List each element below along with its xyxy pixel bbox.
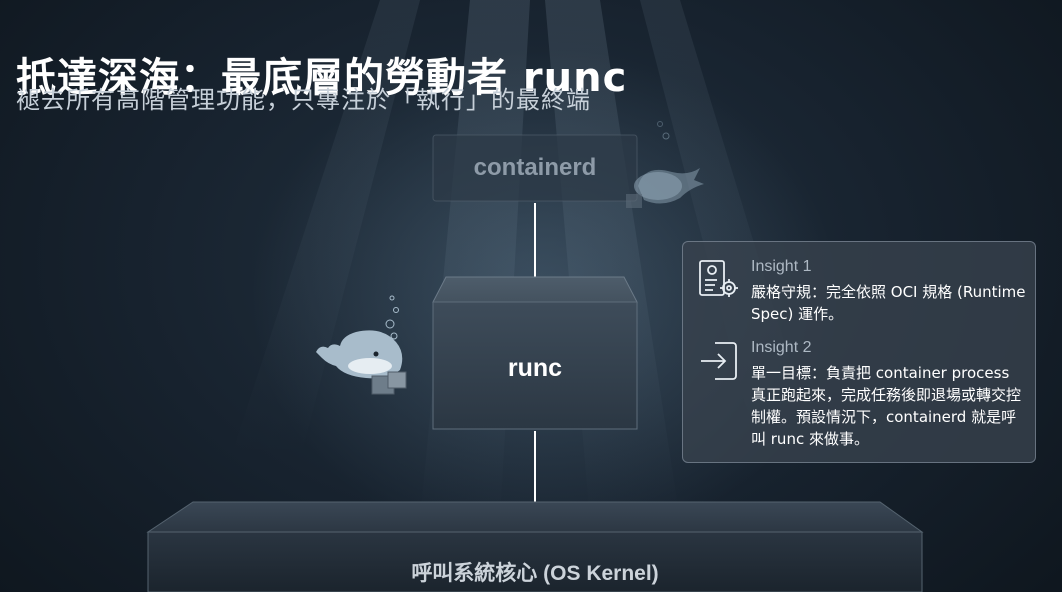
whale-top-icon [626,121,704,208]
runc-label: runc [507,354,563,382]
containerd-label: containerd [473,154,597,181]
settings-document-icon [699,260,738,297]
insight-body: 單一目標：負責把 container process 真正跑起來，完成任務後即退… [751,364,1022,448]
os-kernel-platform [146,501,924,592]
whale-left-icon [316,295,407,395]
slide-subtitle: 褪去所有高階管理功能，只專注於「執行」的最終端 [16,86,591,114]
runc-box [432,276,638,430]
insight-panel: Insight 1 嚴格守規：完全依照 OCI 規格 (Runtime Spec… [682,241,1036,463]
containerd-box [432,134,638,202]
insight-title: Insight 1 [751,258,812,275]
insight-title: Insight 2 [751,339,812,356]
slide-title: 抵達深海：最底層的勞動者 runc [16,54,628,101]
insight-body: 嚴格守規：完全依照 OCI 規格 (Runtime Spec) 運作。 [751,283,1026,323]
os-kernel-label: 呼叫系統核心 (OS Kernel) [411,562,659,585]
arrow-containerd-to-runc [526,203,544,291]
enter-arrow-icon [701,342,737,380]
